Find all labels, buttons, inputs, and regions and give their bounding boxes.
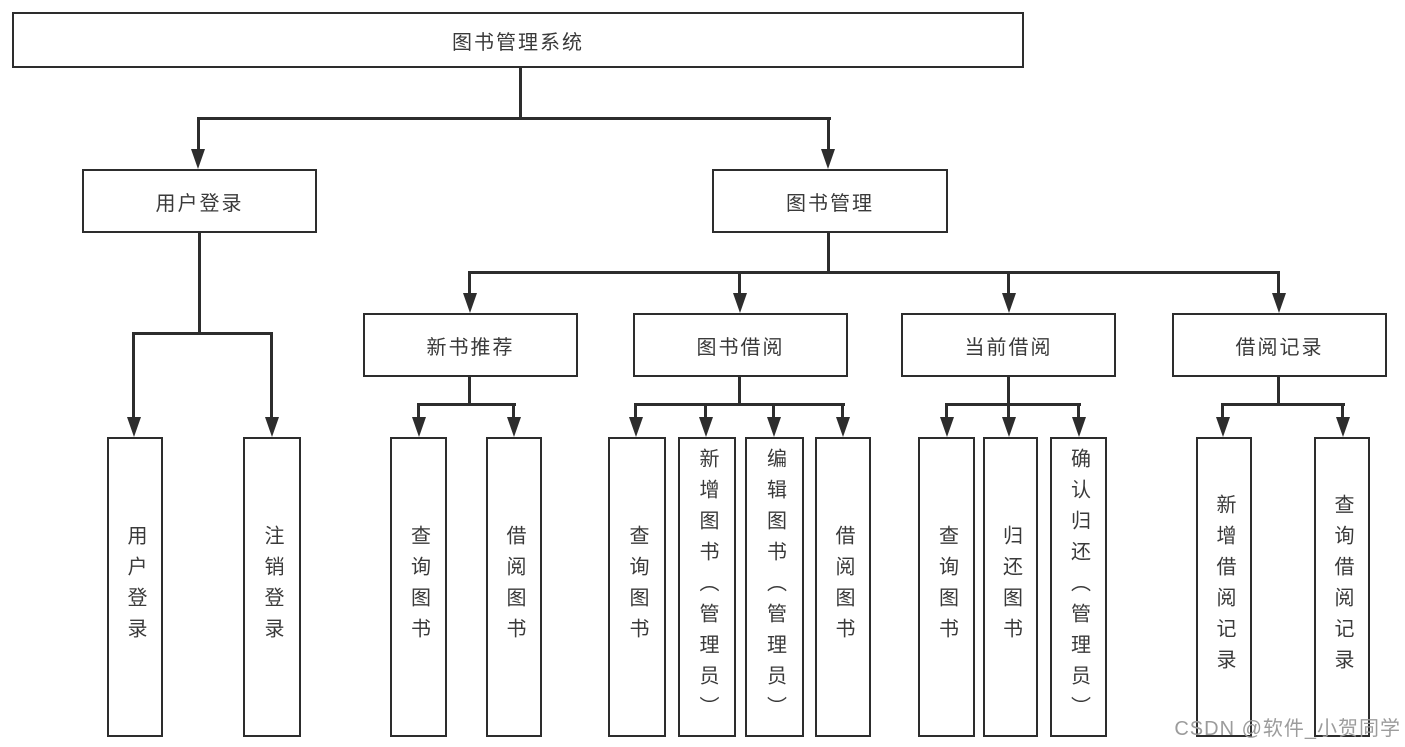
connector-line	[945, 403, 1081, 406]
connector-line	[132, 332, 273, 335]
arrowhead-down-icon	[507, 417, 521, 437]
arrowhead-down-icon	[463, 293, 477, 313]
arrowhead-down-icon	[767, 417, 781, 437]
node-root-system: 图书管理系统	[12, 12, 1024, 68]
connector-line	[841, 403, 844, 420]
connector-line	[417, 403, 516, 406]
connector-line	[468, 271, 471, 295]
leaf-user-login: 用户登录	[107, 437, 163, 737]
connector-line	[1277, 271, 1280, 295]
node-user-login: 用户登录	[82, 169, 317, 233]
connector-line	[1007, 271, 1010, 295]
connector-line	[634, 403, 845, 406]
connector-line	[197, 117, 831, 120]
leaf-query-borrow-record: 查询借阅记录	[1314, 437, 1370, 737]
connector-line	[519, 68, 522, 120]
node-book-borrow: 图书借阅	[633, 313, 848, 377]
leaf-borrow-books-recommend: 借阅图书	[486, 437, 542, 737]
arrowhead-down-icon	[1216, 417, 1230, 437]
arrowhead-down-icon	[940, 417, 954, 437]
arrowhead-down-icon	[1072, 417, 1086, 437]
arrowhead-down-icon	[1002, 417, 1016, 437]
connector-line	[1221, 403, 1224, 420]
arrowhead-down-icon	[1272, 293, 1286, 313]
leaf-add-borrow-record: 新增借阅记录	[1196, 437, 1252, 737]
connector-line	[772, 403, 775, 420]
arrowhead-down-icon	[191, 149, 205, 169]
connector-line	[270, 332, 273, 420]
node-borrow-records: 借阅记录	[1172, 313, 1387, 377]
connector-line	[738, 377, 741, 406]
leaf-query-books-borrow: 查询图书	[608, 437, 666, 737]
leaf-add-book-admin: 新增图书（管理员）	[678, 437, 736, 737]
arrowhead-down-icon	[127, 417, 141, 437]
leaf-return-books: 归还图书	[983, 437, 1038, 737]
node-new-book-recommend: 新书推荐	[363, 313, 578, 377]
arrowhead-down-icon	[733, 293, 747, 313]
connector-line	[468, 271, 1280, 274]
connector-line	[634, 403, 637, 420]
arrowhead-down-icon	[1002, 293, 1016, 313]
connector-line	[704, 403, 707, 420]
arrowhead-down-icon	[699, 417, 713, 437]
arrowhead-down-icon	[836, 417, 850, 437]
connector-line	[827, 117, 830, 153]
leaf-borrow-books: 借阅图书	[815, 437, 871, 737]
arrowhead-down-icon	[821, 149, 835, 169]
node-book-management: 图书管理	[712, 169, 948, 233]
leaf-query-books-current: 查询图书	[918, 437, 975, 737]
leaf-query-books-recommend: 查询图书	[390, 437, 447, 737]
leaf-edit-book-admin: 编辑图书（管理员）	[745, 437, 804, 737]
connector-line	[1341, 403, 1344, 420]
node-current-borrow: 当前借阅	[901, 313, 1116, 377]
connector-line	[1277, 377, 1280, 406]
connector-line	[512, 403, 515, 420]
arrowhead-down-icon	[629, 417, 643, 437]
leaf-logout: 注销登录	[243, 437, 301, 737]
connector-line	[1007, 403, 1010, 420]
connector-line	[132, 332, 135, 420]
connector-line	[468, 377, 471, 406]
watermark-text: CSDN @软件_小贺同学	[1174, 718, 1401, 740]
connector-line	[1077, 403, 1080, 420]
connector-line	[417, 403, 420, 420]
connector-line	[945, 403, 948, 420]
connector-line	[738, 271, 741, 295]
arrowhead-down-icon	[265, 417, 279, 437]
leaf-confirm-return-admin: 确认归还（管理员）	[1050, 437, 1107, 737]
connector-line	[1007, 377, 1010, 406]
connector-line	[197, 117, 200, 153]
arrowhead-down-icon	[412, 417, 426, 437]
connector-line	[827, 233, 830, 274]
connector-line	[198, 233, 201, 335]
connector-line	[1221, 403, 1345, 406]
arrowhead-down-icon	[1336, 417, 1350, 437]
